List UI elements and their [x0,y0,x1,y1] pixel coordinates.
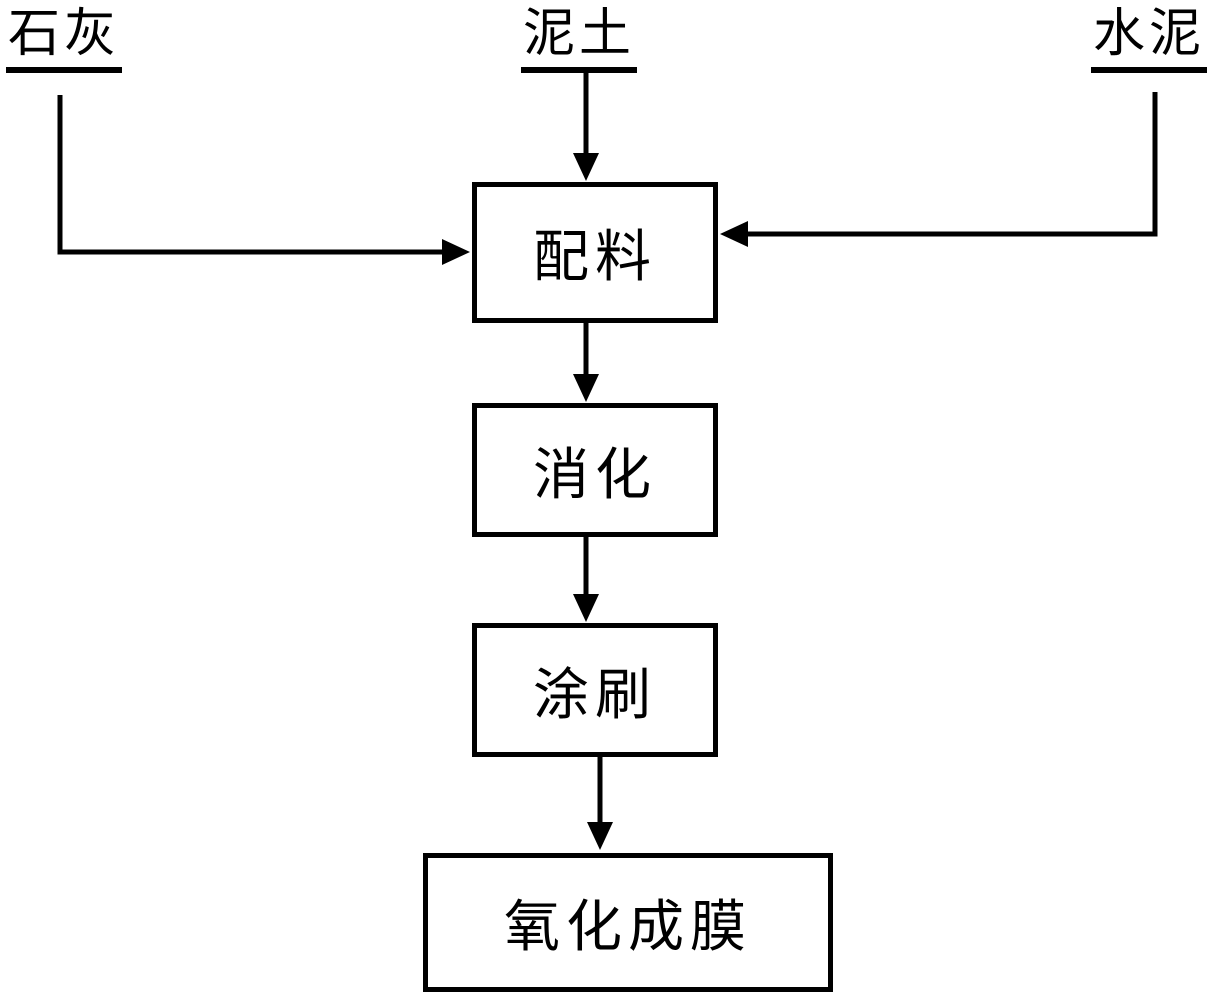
arrow-batching-to-digestion [573,323,599,402]
input-label-cement: 水泥 [1091,6,1208,74]
step-label-batching: 配料 [533,227,657,289]
step-box-digestion: 消化 [472,403,718,537]
arrow-brushing-to-oxidation [587,757,613,850]
step-box-batching: 配料 [472,182,718,323]
arrow-lime-to-batching [57,95,470,265]
arrow-cement-to-batching [720,92,1158,247]
step-box-brushing: 涂刷 [472,623,718,757]
step-label-oxidation-film: 氧化成膜 [504,897,752,959]
step-label-digestion: 消化 [533,444,657,507]
input-label-clay: 泥土 [521,6,638,74]
arrow-digestion-to-brushing [573,537,599,622]
arrow-clay-to-batching [573,70,599,181]
step-box-oxidation-film: 氧化成膜 [423,853,833,992]
input-label-lime: 石灰 [6,6,123,74]
step-label-brushing: 涂刷 [533,664,657,727]
